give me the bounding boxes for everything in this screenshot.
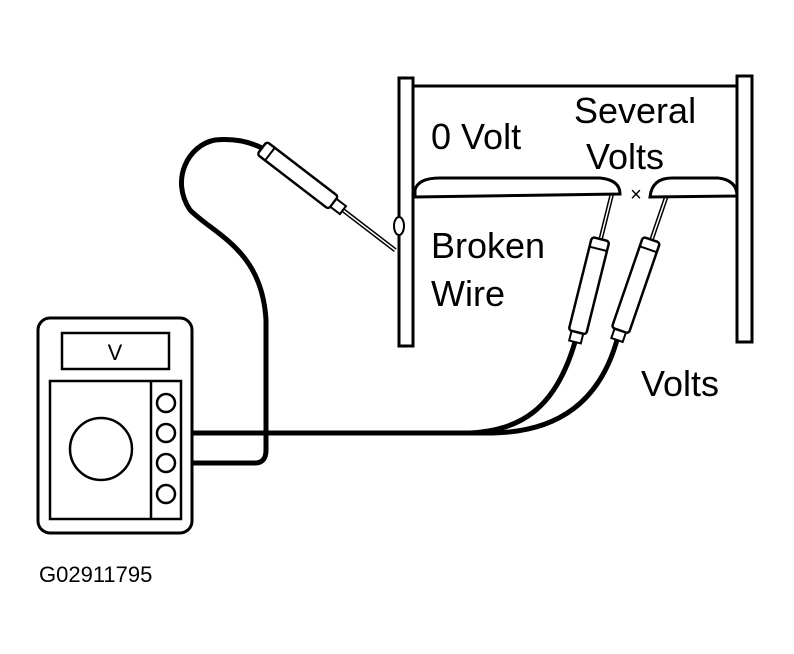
cables bbox=[175, 137, 620, 466]
probe-left-handle bbox=[568, 236, 610, 336]
lead-branch-left-probe bbox=[467, 339, 578, 436]
jack-1 bbox=[155, 392, 177, 414]
label-zero-volt: 0 Volt bbox=[431, 116, 521, 157]
multimeter-display-label: V bbox=[108, 340, 123, 365]
ground-probe bbox=[257, 141, 405, 253]
probe-left-tip bbox=[598, 193, 612, 239]
wire-right-half bbox=[648, 176, 739, 199]
label-broken-line1: Broken bbox=[431, 225, 545, 266]
harness-frame bbox=[397, 74, 754, 348]
jack-3 bbox=[155, 452, 177, 474]
probe-right-tip bbox=[649, 195, 666, 240]
multimeter bbox=[36, 316, 194, 535]
break-mark: × bbox=[630, 184, 642, 206]
probe-right bbox=[610, 195, 669, 344]
frame-left-post bbox=[397, 76, 415, 348]
label-broken-line2: Wire bbox=[431, 273, 505, 314]
multimeter-dial bbox=[68, 416, 134, 482]
ground-probe-collar bbox=[328, 197, 348, 216]
probe-left bbox=[567, 193, 614, 345]
frame-right-post bbox=[735, 74, 754, 344]
lead-to-ground-probe bbox=[175, 137, 269, 466]
ground-probe-tip bbox=[343, 208, 397, 250]
wire-left-half bbox=[413, 176, 622, 199]
ground-probe-handle bbox=[257, 141, 339, 210]
jack-2 bbox=[155, 422, 177, 444]
multimeter-display bbox=[60, 331, 171, 371]
lead-branch-right-probe bbox=[489, 337, 620, 436]
label-several-line1: Several bbox=[574, 90, 696, 131]
label-volts: Volts bbox=[641, 363, 719, 404]
jack-4 bbox=[155, 483, 177, 505]
label-several-line2: Volts bbox=[586, 136, 664, 177]
ground-probe-contact bbox=[393, 216, 405, 236]
probe-right-handle bbox=[611, 236, 661, 334]
figure-id: G02911795 bbox=[39, 562, 152, 587]
